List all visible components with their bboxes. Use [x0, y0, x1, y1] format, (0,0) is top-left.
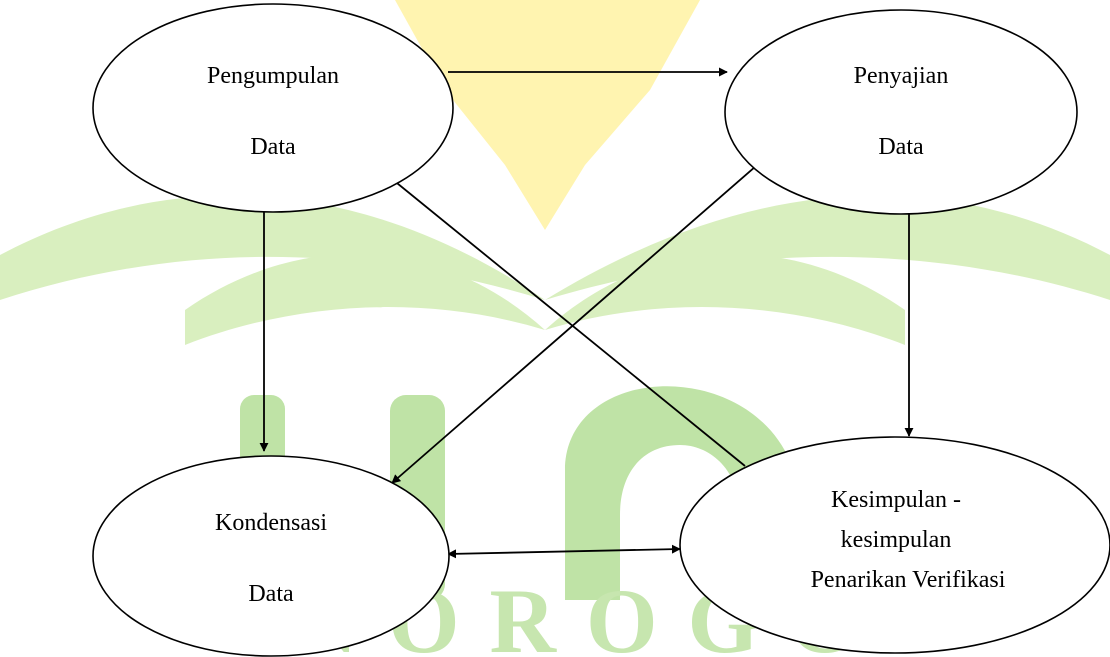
node-penyajian-line2: Data [878, 134, 924, 160]
node-pengumpulan-line2: Data [250, 134, 296, 160]
node-kesimpulan-penarikan-verifikasi: Kesimpulan - kesimpulan Penarikan Verifi… [679, 436, 1110, 654]
watermark-right-wing [545, 195, 1110, 300]
node-kesimpulan-line3: Penarikan Verifikasi [811, 567, 1006, 593]
node-penyajian-data: Penyajian Data [724, 9, 1078, 215]
node-penyajian-line1: Penyajian [854, 63, 949, 89]
node-kondensasi-ellipse [92, 455, 450, 657]
node-penyajian-ellipse [724, 9, 1078, 215]
edge-kondensasi-kesimpulan [447, 544, 681, 559]
node-kesimpulan-line1: Kesimpulan - [831, 487, 961, 513]
node-kesimpulan-ellipse [679, 436, 1110, 654]
node-kondensasi-line1: Kondensasi [215, 510, 327, 536]
edge-kondensasi-penyajian [391, 138, 788, 484]
node-pengumpulan-ellipse [92, 3, 454, 213]
watermark-left-wing [0, 195, 545, 300]
node-pengumpulan-line1: Pengumpulan [207, 63, 339, 89]
node-kondensasi-data: Kondensasi Data [92, 455, 450, 657]
node-kesimpulan-line2: kesimpulan [841, 527, 952, 553]
watermark-right-arc [545, 254, 905, 345]
edges [259, 67, 914, 559]
node-pengumpulan-data: Pengumpulan Data [92, 3, 454, 213]
watermark-gold-shape [395, 0, 700, 230]
node-kondensasi-line2: Data [248, 581, 294, 607]
